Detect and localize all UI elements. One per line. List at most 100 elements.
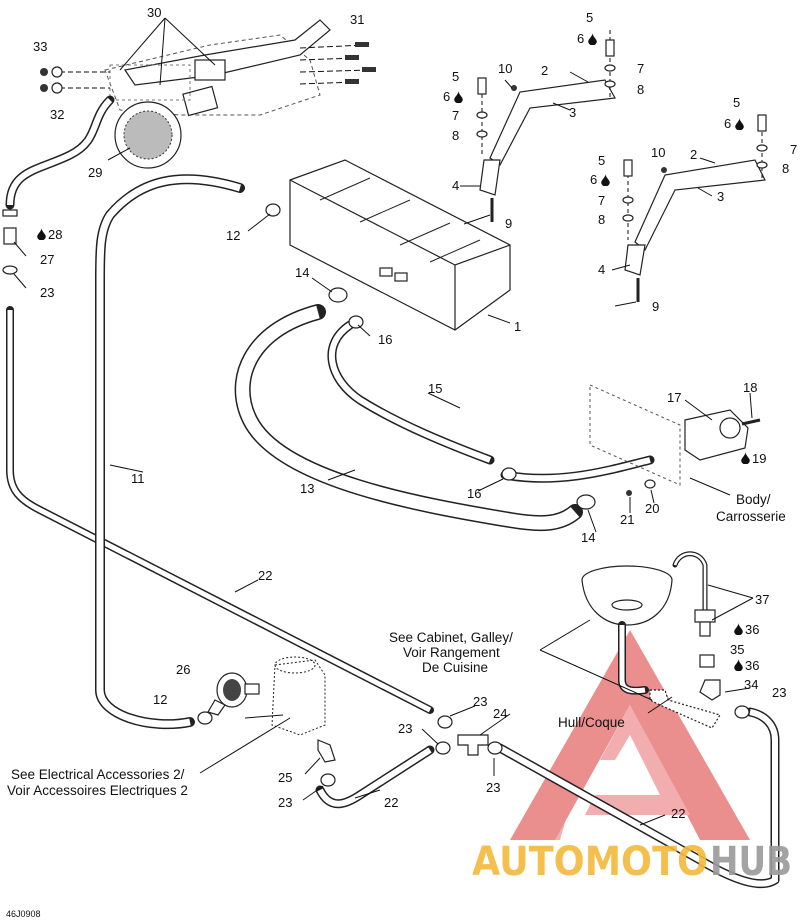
callout-36b: 36 [745,658,759,673]
callout-28: 28 [48,227,62,242]
strainer-26 [207,672,260,716]
clamps [197,203,750,787]
tank-strap-upper [476,30,616,222]
callout-5d: 5 [598,153,605,168]
callout-8a: 8 [637,82,644,97]
callout-7d: 7 [598,193,605,208]
callout-16a: 16 [378,332,392,347]
callout-12b: 12 [153,692,167,707]
callout-20: 20 [645,501,659,516]
tee-fitting-24 [457,734,489,756]
callout-5b: 5 [452,69,459,84]
callout-26: 26 [176,662,190,677]
galley-sink [581,565,673,695]
hose-11 [95,174,245,730]
note-body-line2: Carrosserie [716,509,786,524]
note-elec-line1: See Electrical Accessories 2/ [11,767,185,782]
callout-22c: 22 [671,806,685,821]
callout-7a: 7 [637,61,644,76]
callout-35: 35 [730,642,744,657]
callout-37: 37 [755,592,769,607]
watermark-text: AUTOMOTO HUB [472,839,792,885]
callout-15: 15 [428,381,442,396]
notes: Body/ Carrosserie See Cabinet, Galley/ V… [6,492,786,919]
note-hull: Hull/Coque [558,715,625,730]
callout-5a: 5 [586,10,593,25]
callout-23c: 23 [473,694,487,709]
callout-9a: 9 [505,216,512,231]
callout-7b: 7 [452,108,459,123]
callout-8d: 8 [598,212,605,227]
callout-32: 32 [50,107,64,122]
water-drop-icon [588,33,597,45]
hose-fill [5,95,115,210]
note-elec-line2: Voir Accessoires Electriques 2 [7,783,188,798]
callout-21: 21 [620,512,634,527]
callout-4b: 4 [598,262,605,277]
cleat-assembly [104,19,331,117]
drawing-code: 46J0908 [6,909,41,919]
callout-23b: 23 [772,685,786,700]
callout-12a: 12 [226,228,240,243]
callout-6c: 6 [724,116,731,131]
callout-33: 33 [33,39,47,54]
nuts-33-32 [40,66,110,94]
hose-13 [234,304,583,532]
water-drop-icon [454,91,463,103]
callout-31: 31 [350,12,364,27]
callout-24: 24 [493,706,507,721]
water-pump [271,656,336,763]
water-drop-icon [734,659,743,671]
callout-34: 34 [744,677,758,692]
callout-23e: 23 [486,780,500,795]
callout-19: 19 [752,451,766,466]
water-drop-icon [741,452,750,464]
callout-27: 27 [40,252,54,267]
callout-30: 30 [147,5,161,20]
callout-7c: 7 [790,142,797,157]
water-drop-icon [601,174,610,186]
water-drop-icon [734,623,743,635]
watermark-text-a: AUTOMOTO [472,839,708,885]
screws-31 [299,42,376,85]
callout-8c: 8 [782,161,789,176]
callout-10b: 10 [651,145,665,160]
callout-14a: 14 [295,265,309,280]
watermark-text-b: HUB [710,839,792,885]
callout-8b: 8 [452,128,459,143]
callout-9b: 9 [652,299,659,314]
callout-1: 1 [514,319,521,334]
fitting-27-28 [2,209,18,275]
water-drop-icon [735,118,744,130]
callout-18: 18 [743,380,757,395]
callout-6d: 6 [590,172,597,187]
callout-36a: 36 [745,622,759,637]
fill-inlet [114,101,182,169]
callout-4a: 4 [452,178,459,193]
callout-6b: 6 [443,89,450,104]
callout-23d: 23 [398,721,412,736]
water-drop-icon [37,228,46,240]
note-body-line1: Body/ [736,492,771,507]
callout-2a: 2 [541,63,548,78]
callout-6a: 6 [577,31,584,46]
body-panel [589,384,761,496]
callout-17: 17 [667,390,681,405]
callout-5c: 5 [733,95,740,110]
hose-15 [327,320,655,483]
callout-29: 29 [88,165,102,180]
callout-25: 25 [278,770,292,785]
hose-22-bottom [315,707,780,888]
callout-22b: 22 [384,795,398,810]
callout-11: 11 [131,471,145,486]
callout-labels: 30 31 33 32 29 28 27 23 12 14 16 1 5 6 7… [33,5,797,821]
leader-lines [13,17,754,826]
callout-13: 13 [300,481,314,496]
note-cabinet-line3: De Cuisine [422,660,488,675]
note-cabinet-line1: See Cabinet, Galley/ [389,630,513,645]
callout-3a: 3 [569,105,576,120]
callout-10a: 10 [498,61,512,76]
tank-strap-lower [622,114,768,302]
callout-23a: 23 [40,285,54,300]
